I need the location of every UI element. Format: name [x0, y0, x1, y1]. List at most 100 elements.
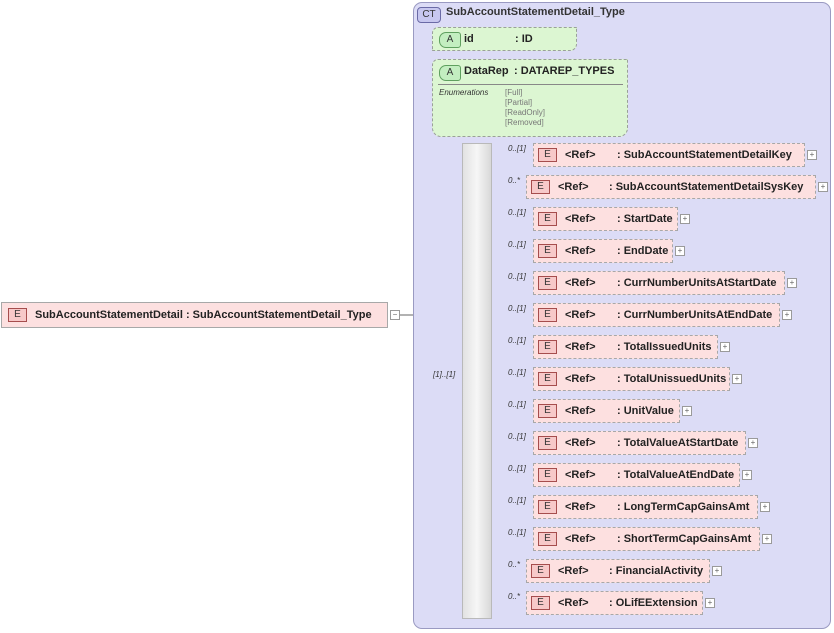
- root-element[interactable]: E SubAccountStatementDetail : SubAccount…: [1, 302, 388, 328]
- divider: [438, 84, 623, 85]
- element-icon: E: [538, 532, 557, 546]
- expand-toggle[interactable]: +: [680, 214, 690, 224]
- attribute-type: : ID: [515, 33, 533, 45]
- element-name: : SubAccountStatementDetailSysKey: [609, 181, 804, 193]
- element-name: : CurrNumberUnitsAtEndDate: [617, 309, 773, 321]
- expand-toggle[interactable]: +: [705, 598, 715, 608]
- sequence-compositor[interactable]: [462, 143, 492, 619]
- element-ref-box[interactable]: E<Ref>: UnitValue: [533, 399, 680, 423]
- element-name: : UnitValue: [617, 405, 674, 417]
- collapse-toggle[interactable]: −: [390, 310, 400, 320]
- attribute-name: id: [464, 33, 474, 45]
- enumeration-value: [ReadOnly]: [505, 108, 546, 117]
- element-name: : CurrNumberUnitsAtStartDate: [617, 277, 777, 289]
- element-ref-box[interactable]: E <Ref> : CurrNumberUnitsAtEndDate: [533, 303, 780, 327]
- expand-toggle[interactable]: +: [818, 182, 828, 192]
- element-icon: E: [531, 180, 550, 194]
- element-cardinality: 0..[1]: [508, 464, 526, 473]
- element-ref-label: <Ref>: [558, 565, 589, 577]
- element-cardinality: 0..[1]: [508, 432, 526, 441]
- element-cardinality: 0..[1]: [508, 496, 526, 505]
- element-name: : TotalValueAtStartDate: [617, 437, 739, 449]
- expand-toggle[interactable]: +: [720, 342, 730, 352]
- element-ref-label: <Ref>: [565, 277, 596, 289]
- element-ref-box[interactable]: E<Ref>: FinancialActivity: [526, 559, 710, 583]
- enumeration-value: [Partial]: [505, 98, 533, 107]
- attribute-icon: A: [439, 32, 461, 48]
- element-cardinality: 0..[1]: [508, 304, 526, 313]
- expand-toggle[interactable]: +: [742, 470, 752, 480]
- element-ref-label: <Ref>: [565, 373, 596, 385]
- element-icon: E: [538, 340, 557, 354]
- element-name: : SubAccountStatementDetailKey: [617, 149, 792, 161]
- element-icon: E: [538, 372, 557, 386]
- element-icon: E: [538, 436, 557, 450]
- expand-toggle[interactable]: +: [732, 374, 742, 384]
- element-ref-label: <Ref>: [558, 181, 589, 193]
- element-icon: E: [538, 308, 557, 322]
- attribute-icon: A: [439, 65, 461, 81]
- root-element-label: SubAccountStatementDetail : SubAccountSt…: [35, 309, 372, 321]
- element-ref-label: <Ref>: [565, 437, 596, 449]
- element-ref-label: <Ref>: [558, 597, 589, 609]
- element-icon: E: [538, 500, 557, 514]
- element-ref-label: <Ref>: [565, 309, 596, 321]
- element-ref-box[interactable]: E<Ref>: SubAccountStatementDetailKey: [533, 143, 805, 167]
- expand-toggle[interactable]: +: [760, 502, 770, 512]
- enumerations-label: Enumerations: [439, 88, 489, 97]
- element-ref-label: <Ref>: [565, 533, 596, 545]
- element-ref-label: <Ref>: [565, 213, 596, 225]
- element-cardinality: 0..*: [508, 592, 521, 601]
- element-cardinality: 0..[1]: [508, 240, 526, 249]
- element-ref-box[interactable]: E <Ref> : LongTermCapGainsAmt: [533, 495, 758, 519]
- element-icon: E: [531, 596, 550, 610]
- sequence-cardinality: [1]..[1]: [433, 370, 456, 379]
- element-cardinality: 0..*: [508, 560, 521, 569]
- element-cardinality: 0..[1]: [508, 336, 526, 345]
- element-icon: E: [531, 564, 550, 578]
- element-name: : TotalValueAtEndDate: [617, 469, 735, 481]
- element-ref-label: <Ref>: [565, 341, 596, 353]
- expand-toggle[interactable]: +: [675, 246, 685, 256]
- element-ref-box[interactable]: E <Ref> : SubAccountStatementDetailSysKey: [526, 175, 816, 199]
- element-ref-box[interactable]: E <Ref> : EndDate: [533, 239, 673, 263]
- element-ref-label: <Ref>: [565, 149, 596, 161]
- element-cardinality: 0..*: [508, 176, 521, 185]
- element-ref-label: <Ref>: [565, 501, 596, 513]
- attribute-id[interactable]: A id : ID: [432, 27, 577, 51]
- expand-toggle[interactable]: +: [748, 438, 758, 448]
- enumeration-value: [Removed]: [505, 118, 544, 127]
- expand-toggle[interactable]: +: [712, 566, 722, 576]
- element-cardinality: 0..[1]: [508, 144, 526, 153]
- element-ref-box[interactable]: E <Ref> : StartDate: [533, 207, 678, 231]
- element-name: : OLifEExtension: [609, 597, 698, 609]
- expand-toggle[interactable]: +: [787, 278, 797, 288]
- element-name: : TotalIssuedUnits: [617, 341, 712, 353]
- element-ref-box[interactable]: E <Ref> : OLifEExtension: [526, 591, 703, 615]
- element-ref-box[interactable]: E<Ref>: CurrNumberUnitsAtStartDate: [533, 271, 785, 295]
- expand-toggle[interactable]: +: [782, 310, 792, 320]
- expand-toggle[interactable]: +: [807, 150, 817, 160]
- element-ref-label: <Ref>: [565, 469, 596, 481]
- element-ref-box[interactable]: E<Ref>: ShortTermCapGainsAmt: [533, 527, 760, 551]
- element-icon: E: [538, 244, 557, 258]
- element-ref-box[interactable]: E <Ref> : TotalValueAtEndDate: [533, 463, 740, 487]
- element-ref-label: <Ref>: [565, 405, 596, 417]
- element-icon: E: [538, 212, 557, 226]
- element-ref-label: <Ref>: [565, 245, 596, 257]
- element-cardinality: 0..[1]: [508, 528, 526, 537]
- element-name: : TotalUnissuedUnits: [617, 373, 727, 385]
- expand-toggle[interactable]: +: [762, 534, 772, 544]
- element-ref-box[interactable]: E <Ref> : TotalIssuedUnits: [533, 335, 718, 359]
- attribute-datarep[interactable]: A DataRep : DATAREP_TYPES Enumerations […: [432, 59, 628, 137]
- element-name: : LongTermCapGainsAmt: [617, 501, 750, 513]
- element-name: : StartDate: [617, 213, 673, 225]
- element-ref-box[interactable]: E <Ref> : TotalUnissuedUnits: [533, 367, 730, 391]
- element-name: : EndDate: [617, 245, 669, 257]
- attribute-type: : DATAREP_TYPES: [514, 65, 615, 77]
- element-ref-box[interactable]: E <Ref> : TotalValueAtStartDate: [533, 431, 746, 455]
- expand-toggle[interactable]: +: [682, 406, 692, 416]
- element-icon: E: [538, 468, 557, 482]
- element-icon: E: [8, 308, 27, 322]
- enumeration-value: [Full]: [505, 88, 523, 97]
